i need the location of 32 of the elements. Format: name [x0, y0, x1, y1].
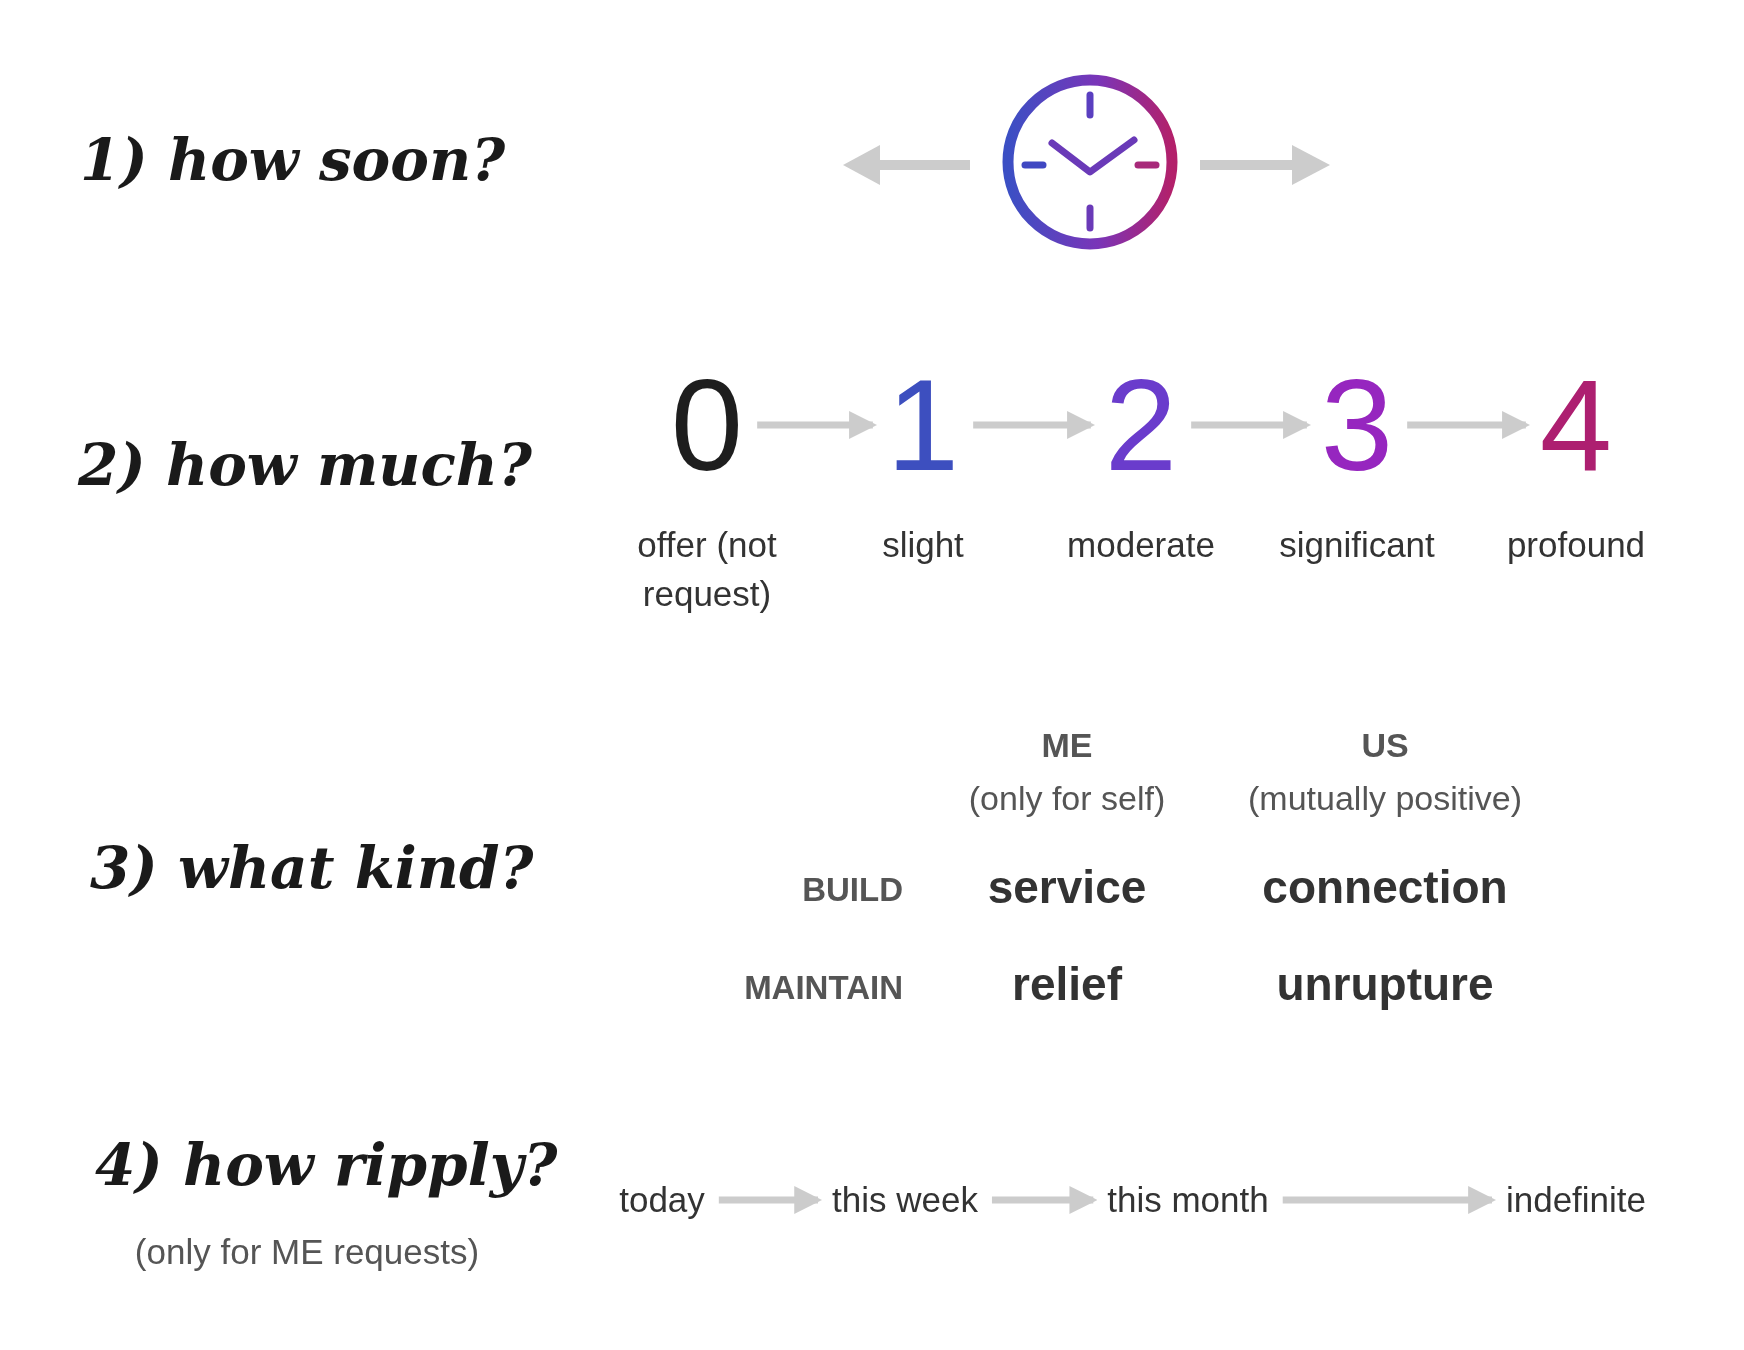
scale-number: 1 [886, 360, 960, 490]
arrow [991, 1186, 1098, 1214]
timeline-step: this month [1107, 1178, 1269, 1222]
scale-number: 2 [1104, 360, 1178, 490]
table-cell-text: service [987, 860, 1147, 916]
scale-number: 4 [1539, 360, 1613, 490]
scale-caption: profound [1505, 524, 1647, 566]
table-cell-text: relief [1012, 957, 1122, 1013]
scale-number: 0 [670, 360, 744, 490]
arrow [718, 1186, 823, 1214]
section-heading: 4) how ripply? [95, 1129, 558, 1201]
section-heading: 2) how much? [78, 429, 532, 501]
column-subheader: (only for self) [968, 777, 1166, 819]
column-header: US [1361, 724, 1409, 766]
row-header: BUILD [802, 870, 903, 911]
scale-caption: slight [881, 524, 965, 566]
scale-caption: offer (not request) [636, 524, 778, 615]
scale-caption: moderate [1066, 524, 1216, 566]
row-header: MAINTAIN [744, 968, 903, 1009]
column-header: ME [1041, 724, 1093, 766]
arrow [1282, 1186, 1497, 1214]
scale-caption: significant [1278, 524, 1436, 566]
timeline-step: today [619, 1178, 705, 1222]
timeline-step: indefinite [1505, 1178, 1647, 1222]
table-cell-text: connection [1262, 860, 1508, 916]
table-cell-text: unrupture [1276, 957, 1494, 1013]
scale-number: 3 [1320, 360, 1394, 490]
note-text: (only for ME requests) [134, 1231, 480, 1274]
column-subheader: (mutually positive) [1248, 777, 1522, 819]
timeline-step: this week [832, 1178, 978, 1222]
section-heading: 3) what kind? [90, 832, 534, 904]
section-heading: 1) how soon? [80, 124, 506, 196]
